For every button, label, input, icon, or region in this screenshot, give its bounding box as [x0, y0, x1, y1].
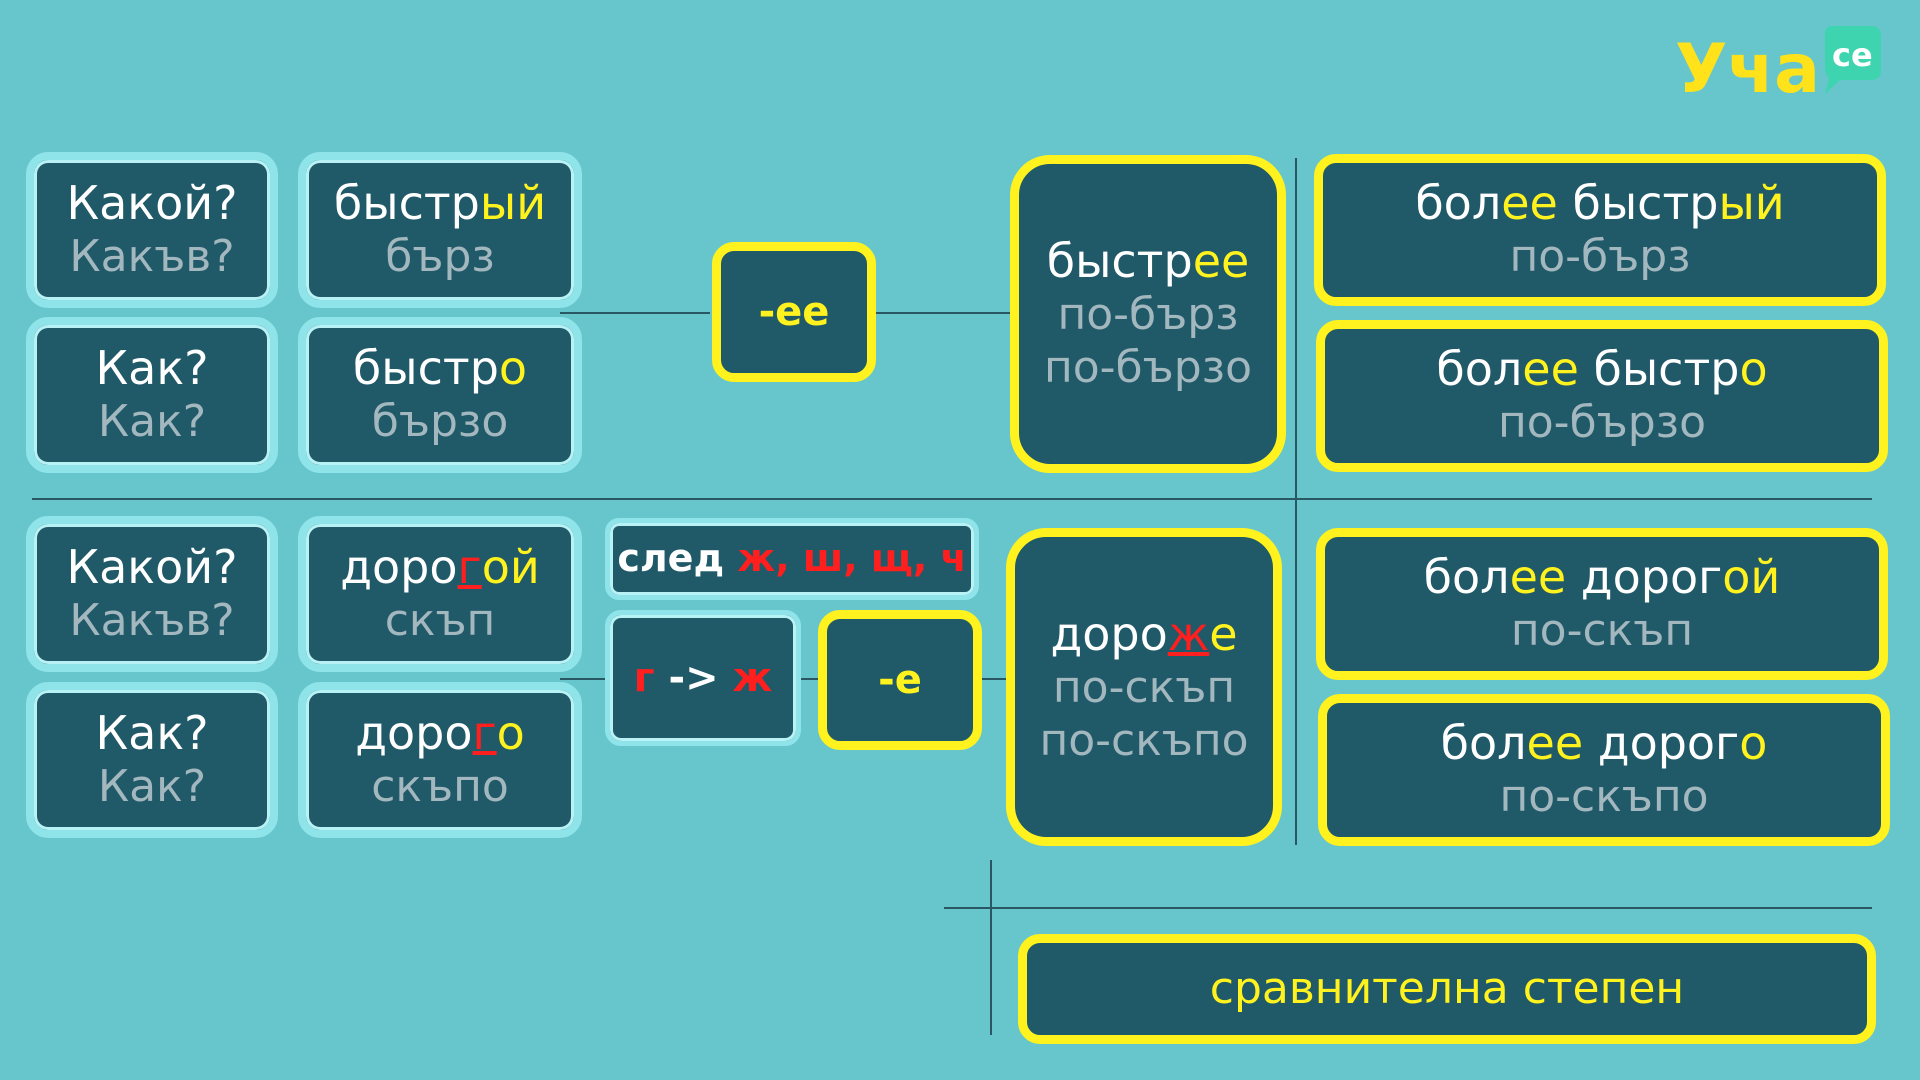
- question-ru: Как?: [95, 341, 209, 395]
- analytic-ru: более дорогой: [1423, 550, 1781, 604]
- adjective-fast-box: быстрый бърз: [298, 152, 582, 308]
- row1-connector-right: [870, 312, 1010, 314]
- question-ru: Какой?: [66, 176, 238, 230]
- ucha-se-logo: Уча се: [1675, 22, 1890, 112]
- suffix-e-box: -е: [818, 610, 982, 750]
- analytic-adjective-expensive-box: более дорогой по-скъп: [1316, 528, 1888, 680]
- comparative-bg-adjective: по-скъп: [1052, 661, 1236, 713]
- question-bg: Как?: [97, 396, 207, 448]
- adjective-ru: быстрый: [333, 176, 547, 230]
- comparative-ru: дороже: [1050, 606, 1238, 661]
- comparative-fast-box: быстрее по-бърз по-бързо: [1010, 155, 1286, 473]
- suffix-ee-box: -ее: [712, 242, 876, 382]
- adverb-expensive-box: дорого скъпо: [298, 682, 582, 838]
- question-bg: Какъв?: [69, 231, 235, 283]
- analytic-bg: по-скъп: [1510, 605, 1694, 657]
- logo-badge: се: [1825, 26, 1881, 94]
- analytic-ru: более быстрый: [1415, 176, 1785, 230]
- question-bg: Какъв?: [69, 595, 235, 647]
- comparative-expensive-box: дороже по-скъп по-скъпо: [1006, 528, 1282, 846]
- row2-connector-right: [978, 678, 1008, 680]
- analytic-bg: по-бърз: [1509, 231, 1691, 283]
- analytic-adverb-expensive-box: более дорого по-скъпо: [1318, 694, 1890, 846]
- adverb-ru: быстро: [352, 341, 528, 395]
- question-ru: Какой?: [66, 540, 238, 594]
- svg-text:се: се: [1832, 36, 1873, 74]
- footer-cross-vertical: [990, 860, 992, 1035]
- analytic-adverb-fast-box: более быстро по-бързо: [1316, 320, 1888, 472]
- row1-connector-left: [560, 312, 710, 314]
- question-adjective-box: Какой? Какъв?: [26, 152, 278, 308]
- comparative-bg-adverb: по-бързо: [1043, 341, 1253, 393]
- suffix-label: -ее: [758, 289, 830, 335]
- question-ru: Как?: [95, 706, 209, 760]
- adverb-bg: скъпо: [371, 761, 509, 813]
- question-adjective-box: Какой? Какъв?: [26, 516, 278, 672]
- analytic-ru: более дорого: [1440, 716, 1768, 770]
- row2-connector-left: [560, 678, 610, 680]
- question-adverb-box: Как? Как?: [26, 317, 278, 473]
- comparative-bg-adjective: по-бърз: [1057, 288, 1239, 340]
- question-adverb-box: Как? Как?: [26, 682, 278, 838]
- consonant-rule-box: след ж, ш, щ, ч: [605, 518, 979, 600]
- analytic-ru: более быстро: [1436, 342, 1768, 396]
- vertical-divider: [1295, 158, 1297, 845]
- row2-connector-mid: [796, 678, 826, 680]
- footer-cross-horizontal: [944, 907, 1872, 909]
- adverb-fast-box: быстро бързо: [298, 317, 582, 473]
- adverb-ru: дорого: [355, 706, 525, 760]
- adjective-bg: скъп: [384, 595, 496, 647]
- question-bg: Как?: [97, 761, 207, 813]
- analytic-bg: по-бързо: [1497, 397, 1707, 449]
- adverb-bg: бързо: [371, 396, 509, 448]
- horizontal-divider: [32, 498, 1872, 500]
- analytic-bg: по-скъпо: [1499, 771, 1709, 823]
- adjective-bg: бърз: [385, 231, 495, 283]
- rule-text: след ж, ш, щ, ч: [617, 536, 967, 581]
- comparative-bg-adverb: по-скъпо: [1039, 714, 1249, 766]
- suffix-label: -е: [878, 657, 922, 703]
- comparative-ru: быстрее: [1046, 233, 1250, 288]
- footer-text: сравнителна степен: [1209, 962, 1685, 1014]
- adjective-ru: дорогой: [340, 540, 540, 594]
- analytic-adjective-fast-box: более быстрый по-бърз: [1314, 154, 1886, 306]
- logo-text: Уча: [1675, 30, 1820, 109]
- consonant-change-box: г -> ж: [605, 610, 801, 746]
- comparative-degree-label: сравнителна степен: [1018, 934, 1876, 1044]
- adjective-expensive-box: дорогой скъп: [298, 516, 582, 672]
- change-text: г -> ж: [633, 655, 773, 701]
